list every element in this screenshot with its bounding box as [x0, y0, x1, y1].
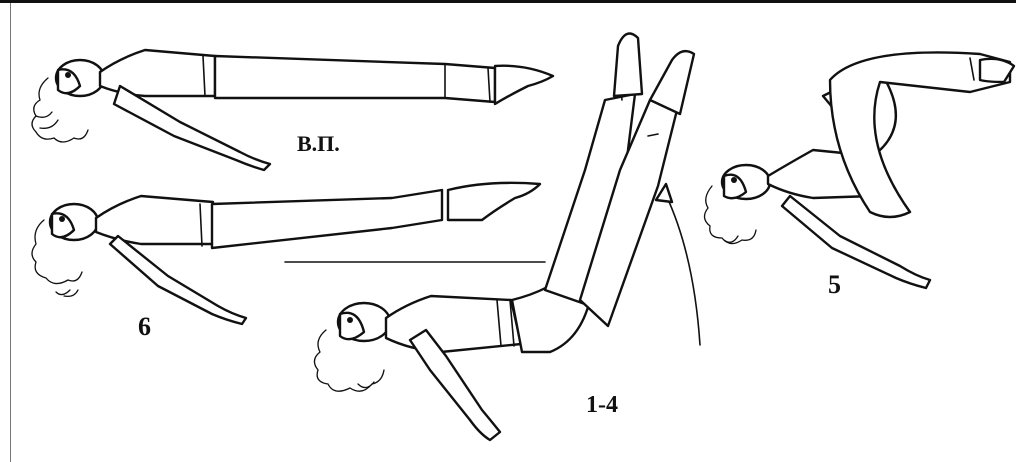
label-step-5: 5 [828, 272, 841, 298]
figure-start-position [32, 50, 553, 170]
motion-arrow [666, 195, 700, 345]
figure-step-5 [704, 52, 1014, 288]
label-start-position: В.П. [297, 133, 340, 155]
label-steps-1-4: 1-4 [586, 393, 618, 417]
label-step-6: 6 [138, 314, 151, 340]
